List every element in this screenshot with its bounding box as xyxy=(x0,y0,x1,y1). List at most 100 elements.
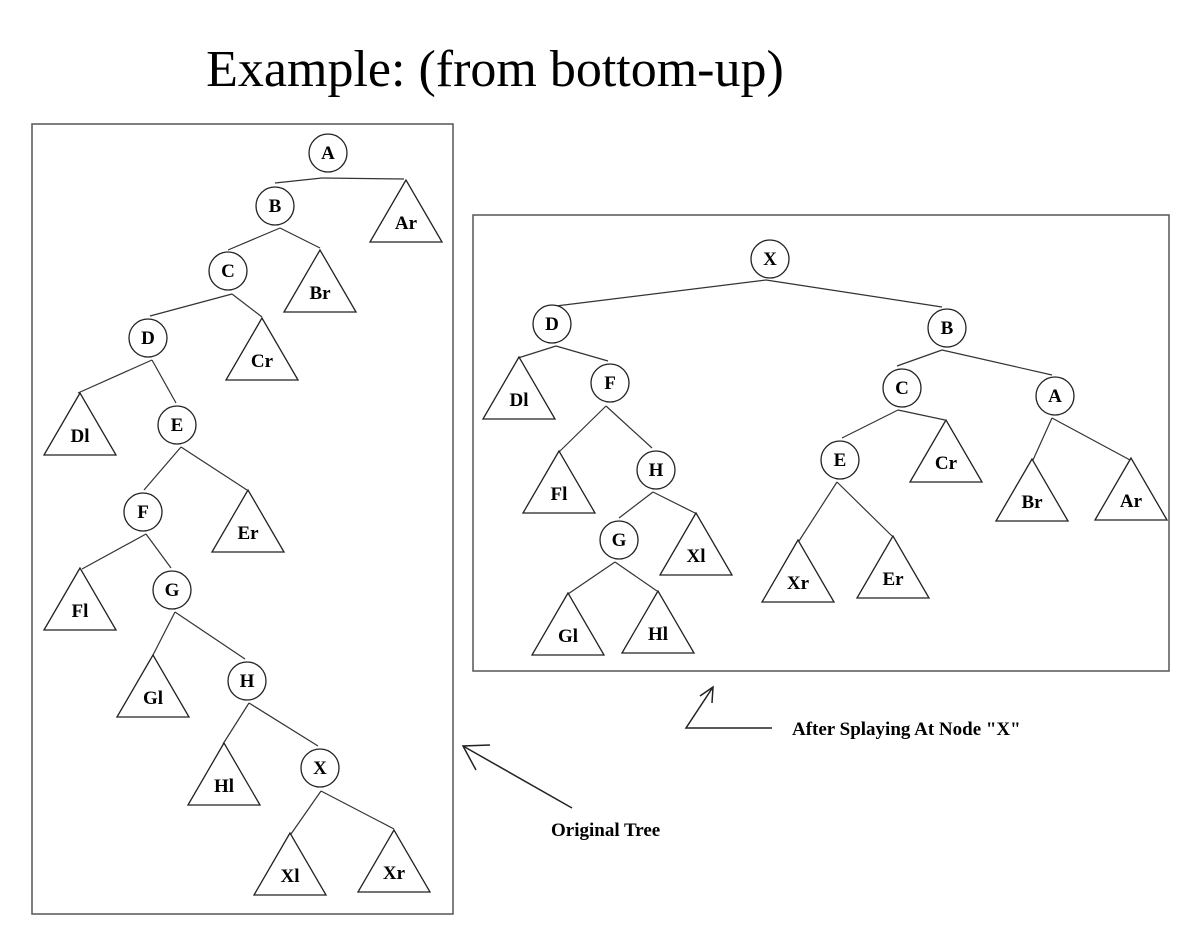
node-circle xyxy=(927,308,967,348)
original-subtree-gl: Gl xyxy=(115,653,191,718)
subtree-label: Hl xyxy=(648,624,668,645)
node-circle xyxy=(636,450,676,490)
subtree-triangle xyxy=(210,488,286,553)
subtree-triangle xyxy=(368,178,444,243)
subtree-triangle xyxy=(1093,456,1169,521)
splayed-edge xyxy=(896,349,943,367)
splayed-subtree-hl: Hl xyxy=(620,589,696,654)
node-label: B xyxy=(269,196,282,217)
node-label: E xyxy=(834,450,847,471)
node-circle xyxy=(255,186,295,226)
original-subtree-hl: Hl xyxy=(186,741,262,806)
original-edge xyxy=(152,611,176,656)
original-edge xyxy=(227,227,281,251)
subtree-label: Cr xyxy=(935,453,958,474)
splayed-subtree-dl: Dl xyxy=(481,355,557,420)
subtree-label: Br xyxy=(1021,492,1043,513)
node-label: X xyxy=(313,758,327,779)
splayed-node-b: B xyxy=(927,308,967,348)
subtree-triangle xyxy=(530,591,606,656)
original-edge xyxy=(180,446,248,491)
original-edge xyxy=(279,227,321,249)
splayed-edge xyxy=(1051,417,1131,461)
node-label: C xyxy=(895,378,909,399)
original-edge xyxy=(174,611,246,660)
node-circle xyxy=(750,239,790,279)
subtree-triangle xyxy=(115,653,191,718)
splayed-edge xyxy=(555,279,767,307)
splayed-edge xyxy=(1032,417,1053,461)
original-edge xyxy=(143,446,182,491)
original-tree-caption: Original Tree xyxy=(551,820,660,841)
original-subtree-xl: Xl xyxy=(252,831,328,896)
node-circle xyxy=(1035,376,1075,416)
original-node-h: H xyxy=(227,661,267,701)
splayed-edge xyxy=(555,345,609,362)
node-label: B xyxy=(941,318,954,339)
splayed-edge xyxy=(798,481,838,542)
splayed-edge xyxy=(836,481,893,537)
original-edge xyxy=(77,359,153,394)
subtree-triangle xyxy=(620,589,696,654)
original-node-x: X xyxy=(300,748,340,788)
original-subtree-xr: Xr xyxy=(356,828,432,893)
original-subtree-ar: Ar xyxy=(368,178,444,243)
subtree-label: Hl xyxy=(214,776,234,797)
subtree-label: Fl xyxy=(72,601,89,622)
subtree-triangle xyxy=(282,248,358,313)
subtree-label: Ar xyxy=(1120,491,1143,512)
splayed-edge xyxy=(765,279,943,308)
original-edge xyxy=(321,177,405,180)
subtree-triangle xyxy=(658,511,734,576)
subtree-label: Ar xyxy=(395,213,418,234)
node-circle xyxy=(882,368,922,408)
splayed-tree-frame xyxy=(472,214,1170,672)
original-node-b: B xyxy=(255,186,295,226)
node-label: D xyxy=(141,328,155,349)
node-circle xyxy=(128,318,168,358)
subtree-triangle xyxy=(252,831,328,896)
slide-title: Example: (from bottom-up) xyxy=(206,41,784,98)
splayed-edge xyxy=(618,491,654,519)
splayed-edge xyxy=(614,561,658,592)
subtree-label: Xl xyxy=(687,546,706,567)
original-node-f: F xyxy=(123,492,163,532)
splayed-tree-caption: After Splaying At Node "X" xyxy=(792,719,1021,740)
original-edge xyxy=(248,702,319,747)
original-edge xyxy=(149,293,233,317)
subtree-triangle xyxy=(186,741,262,806)
node-label: H xyxy=(240,671,255,692)
splayed-subtree-er: Er xyxy=(855,534,931,599)
subtree-label: Xl xyxy=(281,866,300,887)
original-node-a: A xyxy=(308,133,348,173)
original-edge xyxy=(290,790,322,835)
node-circle xyxy=(820,440,860,480)
node-label: H xyxy=(649,460,664,481)
subtree-triangle xyxy=(855,534,931,599)
original-subtree-cr: Cr xyxy=(224,316,300,381)
subtree-label: Dl xyxy=(510,390,529,411)
original-node-c: C xyxy=(208,251,248,291)
node-circle xyxy=(590,363,630,403)
splayed-tree-arrowhead xyxy=(699,685,714,704)
original-tree-arrowhead xyxy=(461,744,491,771)
splayed-edge xyxy=(517,345,557,359)
splayed-node-f: F xyxy=(590,363,630,403)
node-label: G xyxy=(165,580,180,601)
subtree-label: Er xyxy=(882,569,904,590)
node-label: F xyxy=(604,373,616,394)
subtree-label: Gl xyxy=(143,688,163,709)
subtree-label: Er xyxy=(237,523,259,544)
subtree-label: Cr xyxy=(251,351,274,372)
node-label: A xyxy=(1048,386,1062,407)
original-subtree-dl: Dl xyxy=(42,391,118,456)
subtree-label: Br xyxy=(309,283,331,304)
node-label: F xyxy=(137,502,149,523)
splayed-edge xyxy=(941,349,1053,376)
splayed-node-x: X xyxy=(750,239,790,279)
subtree-triangle xyxy=(42,391,118,456)
node-circle xyxy=(208,251,248,291)
subtree-triangle xyxy=(224,316,300,381)
subtree-label: Gl xyxy=(558,626,578,647)
original-edge xyxy=(274,177,323,184)
